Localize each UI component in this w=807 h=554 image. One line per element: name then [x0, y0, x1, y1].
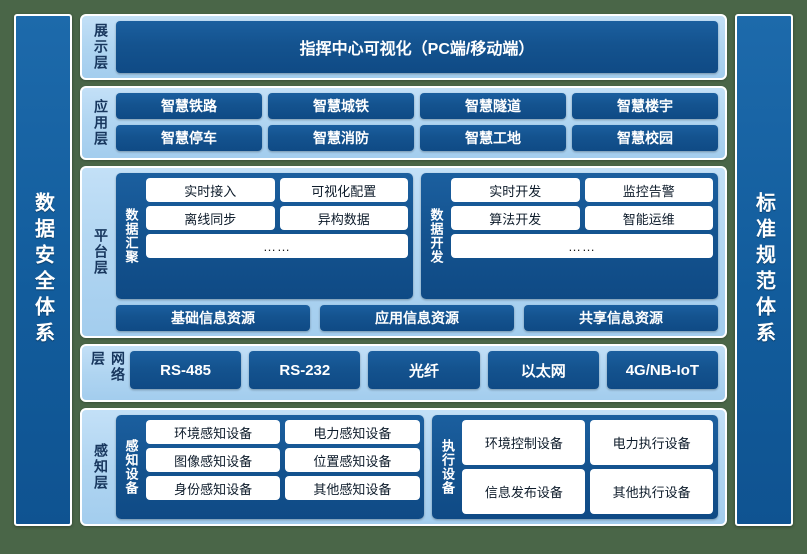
layer-perception: 感知层 感知设备 环境感知设备 电力感知设备 图像感知设备 位置感知设备	[80, 408, 727, 526]
platform-item-aggregation-more[interactable]: ……	[146, 234, 408, 258]
layer-application: 应用层 智慧铁路 智慧城铁 智慧隧道 智慧楼宇 智慧停车 智慧消防 智慧工地 智…	[80, 86, 727, 160]
sensor-position[interactable]: 位置感知设备	[285, 448, 420, 472]
sensor-image[interactable]: 图像感知设备	[146, 448, 281, 472]
platform-groups: 数据汇聚 实时接入 可视化配置 离线同步 异构数据 ……	[116, 173, 718, 299]
layer-application-label: 应用层	[93, 99, 109, 147]
platform-resource-row: 基础信息资源 应用信息资源 共享信息资源	[116, 305, 718, 331]
layer-perception-label: 感知层	[93, 443, 109, 491]
resource-application-information[interactable]: 应用信息资源	[320, 305, 514, 331]
sensor-power[interactable]: 电力感知设备	[285, 420, 420, 444]
group-row: 环境控制设备 电力执行设备	[462, 420, 714, 465]
layer-network-body: RS-485 RS-232 光纤 以太网 4G/NB-IoT	[130, 351, 718, 395]
group-sensing-devices-label: 感知设备	[123, 439, 139, 495]
command-center-banner[interactable]: 指挥中心可视化（PC端/移动端）	[116, 21, 718, 73]
group-row: 图像感知设备 位置感知设备	[146, 448, 420, 472]
platform-item-visual-config[interactable]: 可视化配置	[279, 178, 408, 202]
app-item-smart-building[interactable]: 智慧楼宇	[572, 93, 718, 119]
network-row: RS-485 RS-232 光纤 以太网 4G/NB-IoT	[130, 351, 718, 395]
platform-item-offline-sync[interactable]: 离线同步	[146, 206, 275, 230]
layer-network-label: 网络层	[90, 351, 126, 383]
app-item-smart-construction-site[interactable]: 智慧工地	[420, 125, 566, 151]
group-row: 离线同步 异构数据	[146, 206, 408, 230]
group-row: 信息发布设备 其他执行设备	[462, 469, 714, 514]
layer-presentation-body: 指挥中心可视化（PC端/移动端）	[116, 21, 718, 73]
group-data-development-items: 实时开发 监控告警 算法开发 智能运维 ……	[451, 178, 713, 294]
group-sensing-devices: 感知设备 环境感知设备 电力感知设备 图像感知设备 位置感知设备	[116, 415, 425, 519]
layer-stack: 展示层 指挥中心可视化（PC端/移动端） 应用层 智慧铁路 智慧城铁 智慧隧道 …	[80, 14, 727, 526]
network-item-4g-nbiot[interactable]: 4G/NB-IoT	[606, 351, 718, 389]
actuator-environment-control[interactable]: 环境控制设备	[462, 420, 586, 465]
group-row: 环境感知设备 电力感知设备	[146, 420, 420, 444]
group-data-development-label: 数据开发	[428, 208, 444, 264]
actuator-information-release[interactable]: 信息发布设备	[462, 469, 586, 514]
group-data-aggregation-label: 数据汇聚	[123, 208, 139, 264]
left-pillar-label: 数据安全体系	[31, 192, 54, 348]
layer-platform-body: 数据汇聚 实时接入 可视化配置 离线同步 异构数据 ……	[116, 173, 718, 331]
app-item-smart-railway[interactable]: 智慧铁路	[116, 93, 262, 119]
left-pillar-data-security: 数据安全体系	[14, 14, 72, 526]
perception-groups: 感知设备 环境感知设备 电力感知设备 图像感知设备 位置感知设备	[116, 415, 718, 519]
platform-item-realtime-access[interactable]: 实时接入	[146, 178, 275, 202]
network-item-ethernet[interactable]: 以太网	[487, 351, 599, 389]
platform-item-algorithm-development[interactable]: 算法开发	[451, 206, 580, 230]
actuator-power[interactable]: 电力执行设备	[590, 420, 714, 465]
group-row: 实时接入 可视化配置	[146, 178, 408, 202]
layer-perception-body: 感知设备 环境感知设备 电力感知设备 图像感知设备 位置感知设备	[116, 415, 718, 519]
right-pillar-label: 标准规范体系	[752, 192, 775, 348]
platform-item-development-more[interactable]: ……	[451, 234, 713, 258]
group-sensing-devices-items: 环境感知设备 电力感知设备 图像感知设备 位置感知设备 身份感知设备 其他感知设…	[146, 420, 420, 514]
application-grid: 智慧铁路 智慧城铁 智慧隧道 智慧楼宇 智慧停车 智慧消防 智慧工地 智慧校园	[116, 93, 718, 151]
platform-item-monitoring-alarm[interactable]: 监控告警	[584, 178, 713, 202]
app-item-smart-urban-rail[interactable]: 智慧城铁	[268, 93, 414, 119]
app-item-smart-firefighting[interactable]: 智慧消防	[268, 125, 414, 151]
network-item-rs485[interactable]: RS-485	[130, 351, 242, 389]
group-row: 算法开发 智能运维	[451, 206, 713, 230]
sensor-environment[interactable]: 环境感知设备	[146, 420, 281, 444]
resource-basic-information[interactable]: 基础信息资源	[116, 305, 310, 331]
group-data-aggregation: 数据汇聚 实时接入 可视化配置 离线同步 异构数据 ……	[116, 173, 413, 299]
group-data-development: 数据开发 实时开发 监控告警 算法开发 智能运维 ……	[421, 173, 718, 299]
group-row: ……	[146, 234, 408, 258]
platform-item-heterogeneous-data[interactable]: 异构数据	[279, 206, 408, 230]
layer-platform-label: 平台层	[93, 228, 109, 276]
sensor-identity[interactable]: 身份感知设备	[146, 476, 281, 500]
sensor-other[interactable]: 其他感知设备	[285, 476, 420, 500]
platform-item-intelligent-ops[interactable]: 智能运维	[584, 206, 713, 230]
app-item-smart-campus[interactable]: 智慧校园	[572, 125, 718, 151]
app-item-smart-tunnel[interactable]: 智慧隧道	[420, 93, 566, 119]
actuator-other[interactable]: 其他执行设备	[590, 469, 714, 514]
layer-network: 网络层 RS-485 RS-232 光纤 以太网 4G/NB-IoT	[80, 344, 727, 402]
app-item-smart-parking[interactable]: 智慧停车	[116, 125, 262, 151]
layer-application-body: 智慧铁路 智慧城铁 智慧隧道 智慧楼宇 智慧停车 智慧消防 智慧工地 智慧校园	[116, 93, 718, 153]
group-actuator-devices: 执行设备 环境控制设备 电力执行设备 信息发布设备 其他执行设备	[432, 415, 718, 519]
layer-presentation: 展示层 指挥中心可视化（PC端/移动端）	[80, 14, 727, 80]
network-item-fiber-optic[interactable]: 光纤	[368, 351, 480, 389]
group-row: ……	[451, 234, 713, 258]
group-actuator-devices-items: 环境控制设备 电力执行设备 信息发布设备 其他执行设备	[462, 420, 714, 514]
right-pillar-standards: 标准规范体系	[735, 14, 793, 526]
network-item-rs232[interactable]: RS-232	[249, 351, 361, 389]
group-row: 身份感知设备 其他感知设备	[146, 476, 420, 500]
resource-shared-information[interactable]: 共享信息资源	[524, 305, 718, 331]
layer-platform: 平台层 数据汇聚 实时接入 可视化配置 离线同步 异	[80, 166, 727, 338]
group-row: 实时开发 监控告警	[451, 178, 713, 202]
layer-presentation-label: 展示层	[93, 23, 109, 71]
group-data-aggregation-items: 实时接入 可视化配置 离线同步 异构数据 ……	[146, 178, 408, 294]
platform-item-realtime-development[interactable]: 实时开发	[451, 178, 580, 202]
group-actuator-devices-label: 执行设备	[439, 439, 455, 495]
